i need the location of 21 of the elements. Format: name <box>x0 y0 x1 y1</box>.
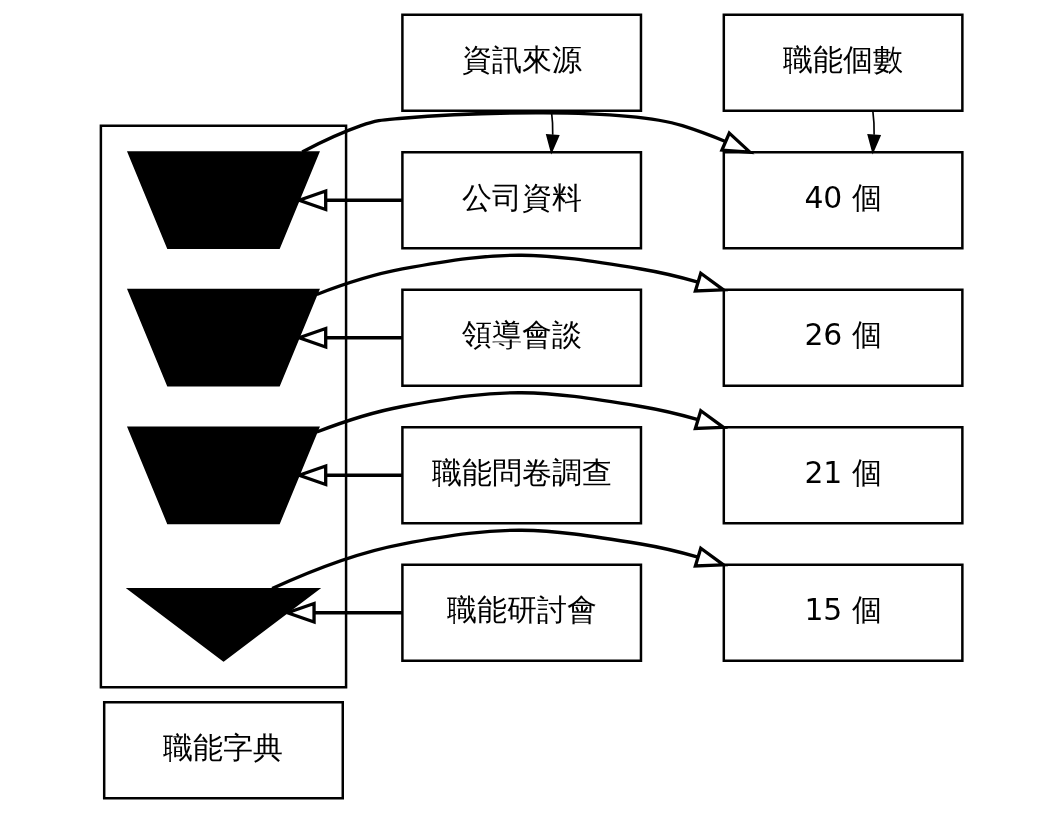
arrow <box>316 253 729 297</box>
arrow <box>867 110 882 155</box>
node-box: 15 個 <box>722 563 964 663</box>
cluster <box>99 124 348 689</box>
node-box: 資訊來源 <box>401 13 643 113</box>
node-box: 40 個 <box>722 150 964 250</box>
node-trapezoid <box>126 151 320 250</box>
node-trapezoid <box>126 426 320 525</box>
node-box: 公司資料 <box>401 150 643 250</box>
arrow <box>316 391 729 434</box>
node-triangle <box>125 587 322 662</box>
arrow <box>301 111 755 155</box>
node-box: 職能研討會 <box>401 563 643 663</box>
node-box: 26 個 <box>722 288 964 388</box>
node-trapezoid <box>126 288 320 387</box>
node-box: 職能個數 <box>722 13 964 113</box>
node-box: 領導會談 <box>401 288 643 388</box>
arrow <box>271 528 729 590</box>
node-box: 職能問卷調查 <box>401 425 643 525</box>
node-box: 21 個 <box>722 425 964 525</box>
node-box: 職能字典 <box>102 700 344 800</box>
